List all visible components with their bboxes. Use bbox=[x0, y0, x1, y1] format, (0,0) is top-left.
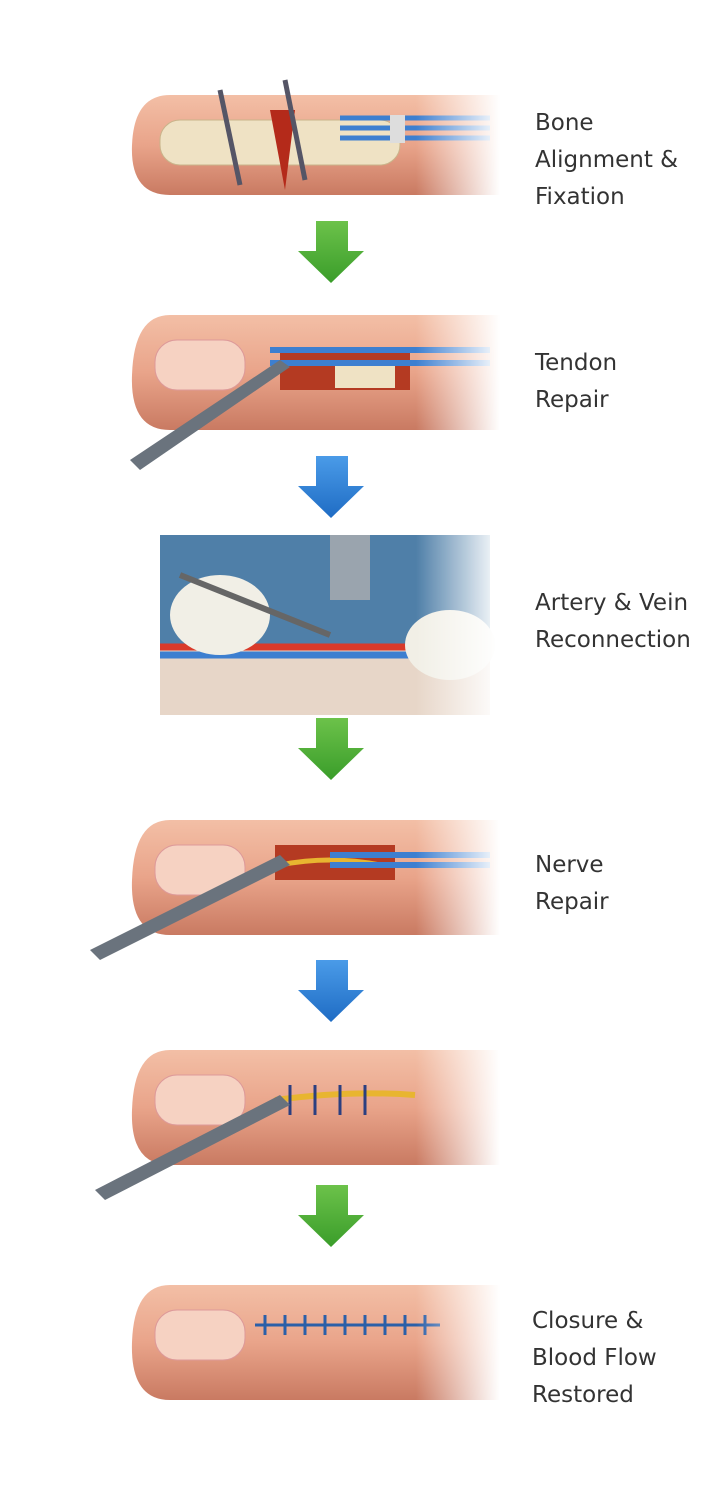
label-line: Closure & bbox=[532, 1308, 644, 1334]
label-line: Fixation bbox=[535, 184, 625, 210]
arrow-down-icon bbox=[298, 718, 364, 780]
step-label-tendon-repair: Tendon Repair bbox=[535, 345, 617, 419]
label-line: Repair bbox=[535, 889, 609, 915]
arrow-down-icon bbox=[298, 960, 364, 1022]
label-line: Tendon bbox=[535, 350, 618, 376]
label-line: Repair bbox=[535, 387, 609, 413]
label-line: Blood Flow bbox=[532, 1345, 657, 1371]
nerve-repair-illustration bbox=[80, 810, 500, 970]
label-line: Bone bbox=[535, 110, 594, 136]
step-label-closure: Closure & Blood Flow Restored bbox=[532, 1303, 657, 1414]
label-line: Restored bbox=[532, 1382, 634, 1408]
suturing-illustration bbox=[80, 1040, 500, 1210]
label-line: Alignment & bbox=[535, 147, 679, 173]
label-line: Reconnection bbox=[535, 627, 691, 653]
tendon-repair-illustration bbox=[80, 305, 500, 475]
arrow-down-icon bbox=[298, 1185, 364, 1247]
step-label-vessel-reconnection: Artery & Vein Reconnection bbox=[535, 585, 691, 659]
closure-illustration bbox=[80, 1280, 500, 1410]
label-line: Nerve bbox=[535, 852, 604, 878]
step-label-bone-fixation: Bone Alignment & Fixation bbox=[535, 105, 678, 216]
arrow-down-icon bbox=[298, 456, 364, 518]
step-label-nerve-repair: Nerve Repair bbox=[535, 847, 609, 921]
bone-fixation-illustration bbox=[80, 70, 500, 210]
label-line: Artery & Vein bbox=[535, 590, 689, 616]
arrow-down-icon bbox=[298, 221, 364, 283]
vessel-reconnection-illustration bbox=[80, 535, 500, 715]
